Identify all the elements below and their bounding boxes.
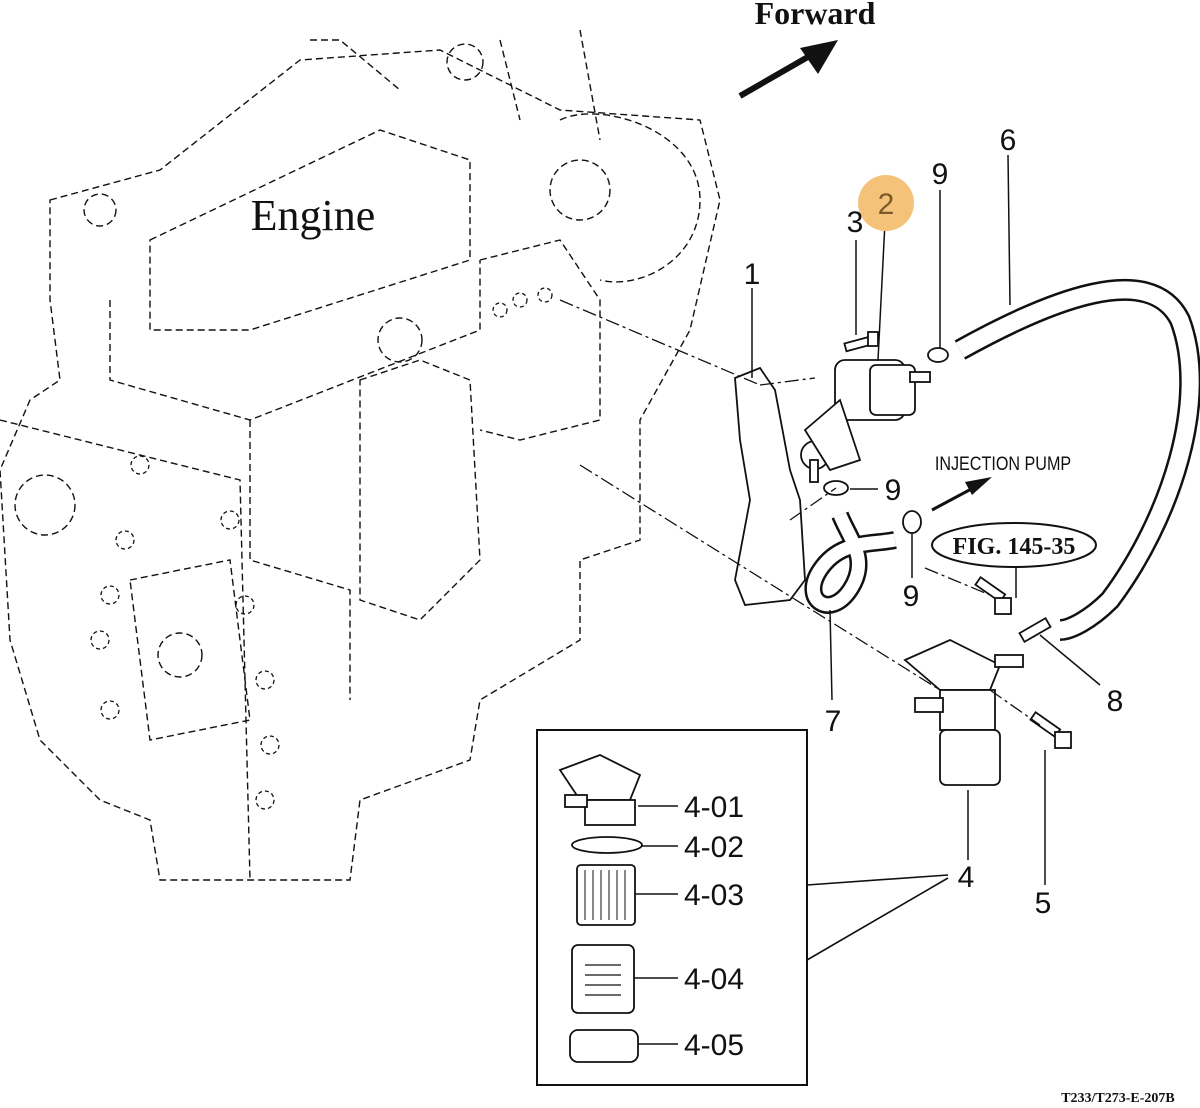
- callout-5: 5: [1035, 887, 1052, 920]
- inset-item-4-02: 4-02: [684, 831, 744, 864]
- injection-pump-arrow-icon: [931, 477, 992, 512]
- callout-9-low: 9: [903, 580, 920, 613]
- assembly-lines: [559, 299, 1041, 726]
- callout-9-mid: 9: [885, 474, 902, 507]
- figure-reference-link[interactable]: FIG. 145-35: [931, 522, 1097, 568]
- fuel-pump-part: [800, 359, 931, 483]
- highlight-marker: [858, 175, 914, 231]
- callout-4: 4: [958, 861, 975, 894]
- bracket-part: [734, 366, 806, 606]
- callout-2: 2: [878, 188, 895, 221]
- inset-item-4-01: 4-01: [684, 791, 744, 824]
- engine-label: Engine: [251, 191, 376, 240]
- leader-lines: [751, 154, 1101, 885]
- forward-arrow-icon: [738, 40, 838, 99]
- callout-1: 1: [744, 258, 761, 291]
- callout-9-top: 9: [932, 158, 949, 191]
- callout-3: 3: [847, 206, 864, 239]
- engine-drawing: [0, 29, 721, 881]
- fitting-8-part: [1018, 616, 1052, 644]
- inset-item-4-03: 4-03: [684, 879, 744, 912]
- inset-item-4-04: 4-04: [684, 963, 744, 996]
- inset-item-4-05: 4-05: [684, 1029, 744, 1062]
- bolt-part: [974, 576, 1012, 615]
- fuel-filter-part: [903, 639, 1024, 786]
- forward-label: Forward: [755, 0, 876, 31]
- bolt-5-part: [1029, 711, 1072, 749]
- clamp-part: [902, 510, 922, 534]
- filter-breakdown-inset: 4-01 4-02 4-03 4-04 4-05: [536, 729, 949, 1086]
- drawing-code: T233/T273-E-207B: [1061, 1091, 1175, 1106]
- callout-6: 6: [1000, 124, 1017, 157]
- figure-reference-label: FIG. 145-35: [953, 534, 1076, 560]
- callout-7: 7: [825, 705, 842, 738]
- bolt-3-part: [843, 331, 879, 353]
- clamp-part: [927, 347, 949, 363]
- injection-pump-label: INJECTION PUMP: [935, 453, 1071, 475]
- callout-8: 8: [1107, 685, 1124, 718]
